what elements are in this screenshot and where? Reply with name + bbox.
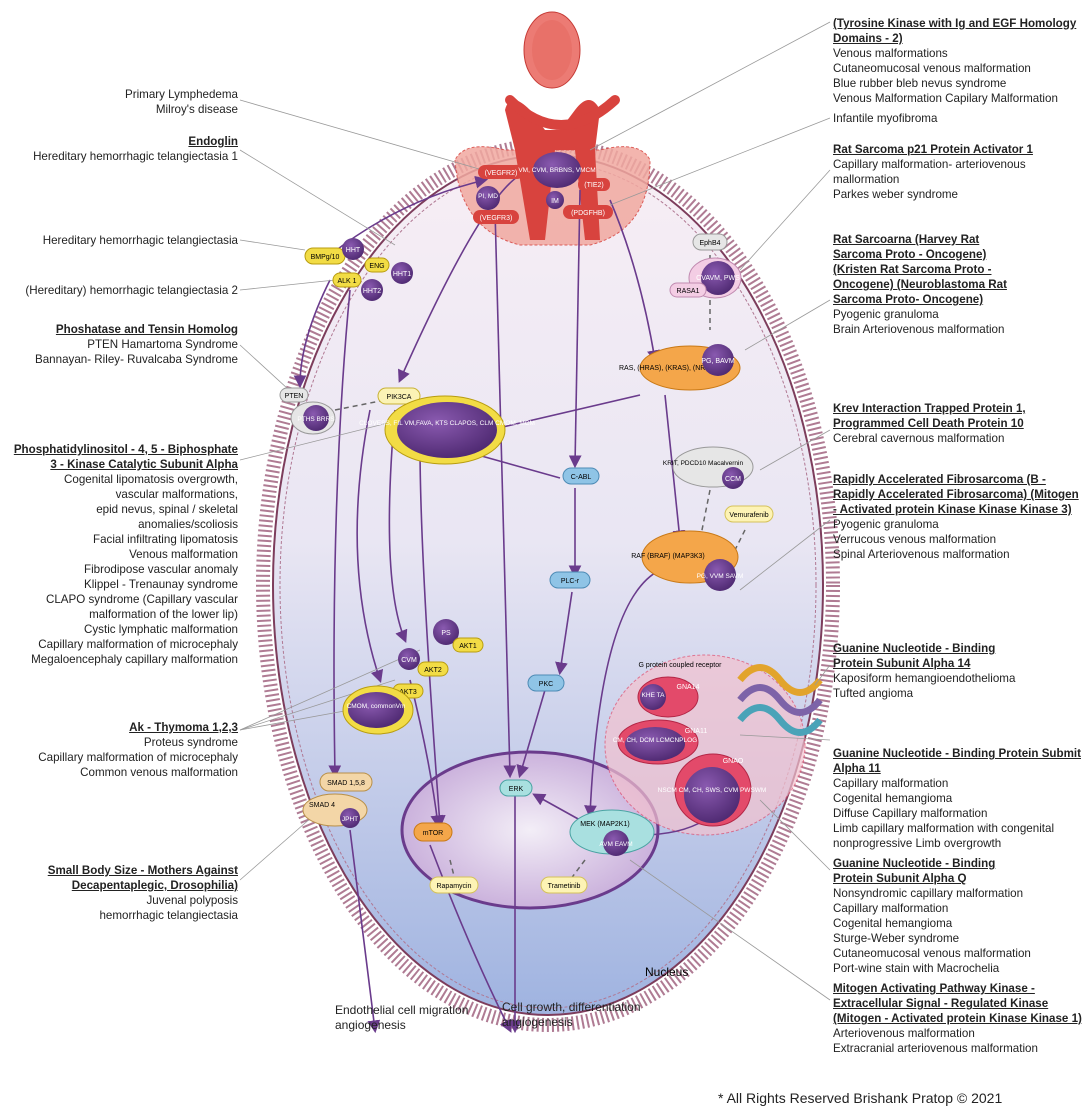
- alk1-label: ALK 1: [337, 278, 356, 285]
- hht2-label: HHT2: [363, 288, 381, 295]
- im-label: IM: [551, 198, 559, 205]
- annotation-tie2: (Tyrosine Kinase with Ig and EGF Homolog…: [833, 16, 1085, 106]
- akt1-label: AKT1: [459, 643, 477, 650]
- nucleus-label: Nucleus: [645, 965, 688, 979]
- annotation-endoglin: Endoglin Hereditary hemorrhagic telangie…: [10, 134, 238, 164]
- smad4-label: SMAD 4: [309, 802, 335, 809]
- outcome-growth: Cell growth, differentiation angiogenesi…: [502, 1000, 641, 1030]
- gnao-label: GNAO: [723, 758, 744, 765]
- raf-label: RAF (BRAF) (MAP3K3): [631, 553, 705, 560]
- hht1-label: HHT1: [393, 271, 411, 278]
- annotation-ras: Rat Sarcoarna (Harvey Rat Sarcoma Proto …: [833, 232, 1023, 337]
- gna11-label: GNA11: [685, 728, 708, 735]
- ccm-label: CCM: [725, 476, 741, 483]
- annotation-pten: Phoshatase and Tensin Homolog PTEN Hamar…: [10, 322, 238, 367]
- trametinib-label: Trametinib: [548, 883, 581, 890]
- krit-label: KRIT, PDCD10 Macalvernin: [663, 460, 744, 467]
- annotation-krit: Krev Interaction Trapped Protein 1, Prog…: [833, 401, 1085, 446]
- vegfr3-label: (VEGFR3): [480, 215, 513, 222]
- outcome-migration: Endothelial cell migration angiogenesis: [335, 1003, 468, 1033]
- annotation-akt: Ak - Thymoma 1,2,3 Proteus syndrome Capi…: [10, 720, 238, 780]
- pik3ca-label: PIK3CA: [387, 394, 412, 401]
- nscm-label: NSCM CM, CH, SWS, CVM PWSWM: [658, 787, 767, 794]
- ephb4-label: EphB4: [699, 240, 720, 247]
- pdgfrb-label: (PDGFHB): [571, 210, 605, 217]
- annotation-hht: Hereditary hemorrhagic telangiectasia: [10, 233, 238, 248]
- cvavm-label: CVAVM, PWS: [696, 275, 740, 282]
- annotation-smad: Small Body Size - Mothers Against Decape…: [10, 863, 238, 923]
- mtor-label: mTOR: [423, 830, 443, 837]
- pten-label: PTEN: [285, 393, 304, 400]
- rapamycin-label: Rapamycin: [436, 883, 471, 890]
- plc-r-label: PLC-r: [561, 578, 580, 585]
- cmom-label: CMOM, commonVm: [347, 703, 406, 710]
- akt2-label: AKT2: [424, 667, 442, 674]
- annotation-hht2: (Hereditary) hemorrhagic telangiectasia …: [0, 283, 238, 298]
- annotation-pik3ca: Phosphatidylinositol - 4, 5 - Biphosphat…: [10, 442, 238, 667]
- annotation-rasa1: Rat Sarcoma p21 Protein Activator 1 Capi…: [833, 142, 1085, 202]
- jpht-label: JPHT: [342, 816, 358, 823]
- c-abl-label: C-ABL: [571, 474, 592, 481]
- vm-cvm-label: VM, CVM, BRBNS, VMCM: [518, 167, 595, 174]
- rasa1-label: RASA1: [677, 288, 700, 295]
- bmp-label: BMPg/10: [311, 254, 340, 261]
- pg-bavm-label: PG, BAVM: [701, 358, 734, 365]
- annotation-mapk: Mitogen Activating Pathway Kinase - Extr…: [833, 981, 1085, 1056]
- pi-md-label: PI, MD: [478, 193, 498, 200]
- annotation-myofibroma: Infantile myofibroma: [833, 111, 1085, 126]
- ps-label: PS: [441, 630, 451, 637]
- eng-label: ENG: [369, 263, 384, 270]
- annotation-gna11: Guanine Nucleotide - Binding Protein Sub…: [833, 746, 1085, 851]
- avm-label: AVM EAVM: [599, 841, 632, 848]
- pg-vvm-label: PG, VVM SAVM: [697, 573, 744, 580]
- hht-label: HHT: [346, 247, 361, 254]
- vemurafenib-label: Vemurafenib: [729, 512, 768, 519]
- vegfr2-label: (VEGFR2): [485, 170, 518, 177]
- gpcr-label: G protein coupled receptor: [639, 662, 723, 669]
- mek-label: MEK (MAP2K1): [580, 821, 629, 828]
- cvm-label: CVM: [401, 657, 417, 664]
- pths-label: PTHS BRRS: [297, 416, 335, 423]
- tie2-label: (TIE2): [584, 182, 603, 189]
- cm-dcm-label: CM, CH, DCM LCMCNPLOG: [613, 737, 698, 744]
- annotation-lymphedema: Primary Lymphedema Milroy's disease: [10, 87, 238, 117]
- pkc-label: PKC: [539, 681, 553, 688]
- erk-label: ERK: [509, 786, 524, 793]
- annotation-raf: Rapidly Accelerated Fibrosarcoma (B - Ra…: [833, 472, 1085, 562]
- ras-label: RAS, (HRAS), (KRAS), (NRAS): [619, 365, 717, 372]
- annotation-gna14: Guanine Nucleotide - Binding Protein Sub…: [833, 641, 1033, 701]
- copyright-notice: * All Rights Reserved Brishank Pratop © …: [718, 1090, 1002, 1106]
- clovess-label: CLOVESS, FIL VM,FAVA, KTS CLAPOS, CLM CM…: [359, 420, 535, 427]
- smad158-label: SMAD 1,5,8: [327, 780, 365, 787]
- gna14-label: GNA14: [677, 684, 700, 691]
- annotation-gnaq: Guanine Nucleotide - Binding Protein Sub…: [833, 856, 1033, 976]
- khe-label: KHE TA: [642, 692, 666, 699]
